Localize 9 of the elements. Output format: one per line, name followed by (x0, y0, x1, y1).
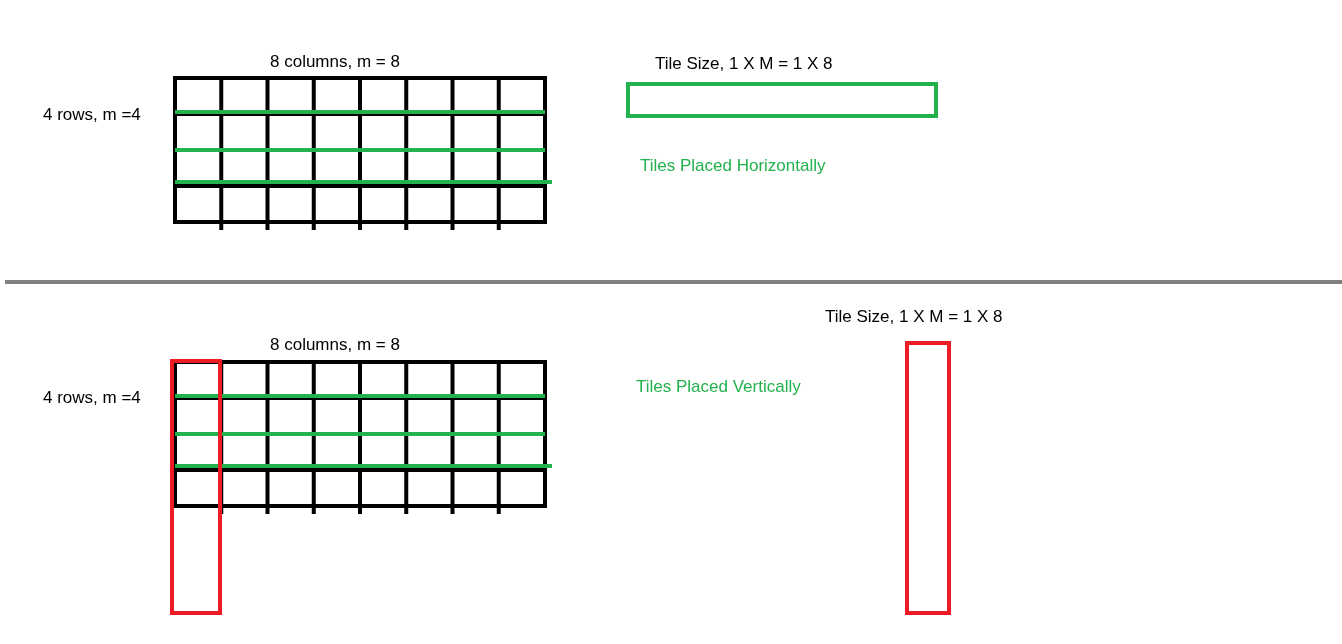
column-count-label: 8 columns, m = 8 (270, 52, 400, 72)
tile-rectangle (170, 359, 222, 615)
column-count-label: 8 columns, m = 8 (270, 335, 400, 355)
caption: Tiles Placed Horizontally (640, 156, 826, 176)
tile-size-heading: Tile Size, 1 X M = 1 X 8 (825, 307, 1003, 327)
tile-size-heading: Tile Size, 1 X M = 1 X 8 (655, 54, 833, 74)
caption: Tiles Placed Vertically (636, 377, 801, 397)
row-count-label: 4 rows, m =4 (43, 105, 141, 125)
row-count-label: 4 rows, m =4 (43, 388, 141, 408)
